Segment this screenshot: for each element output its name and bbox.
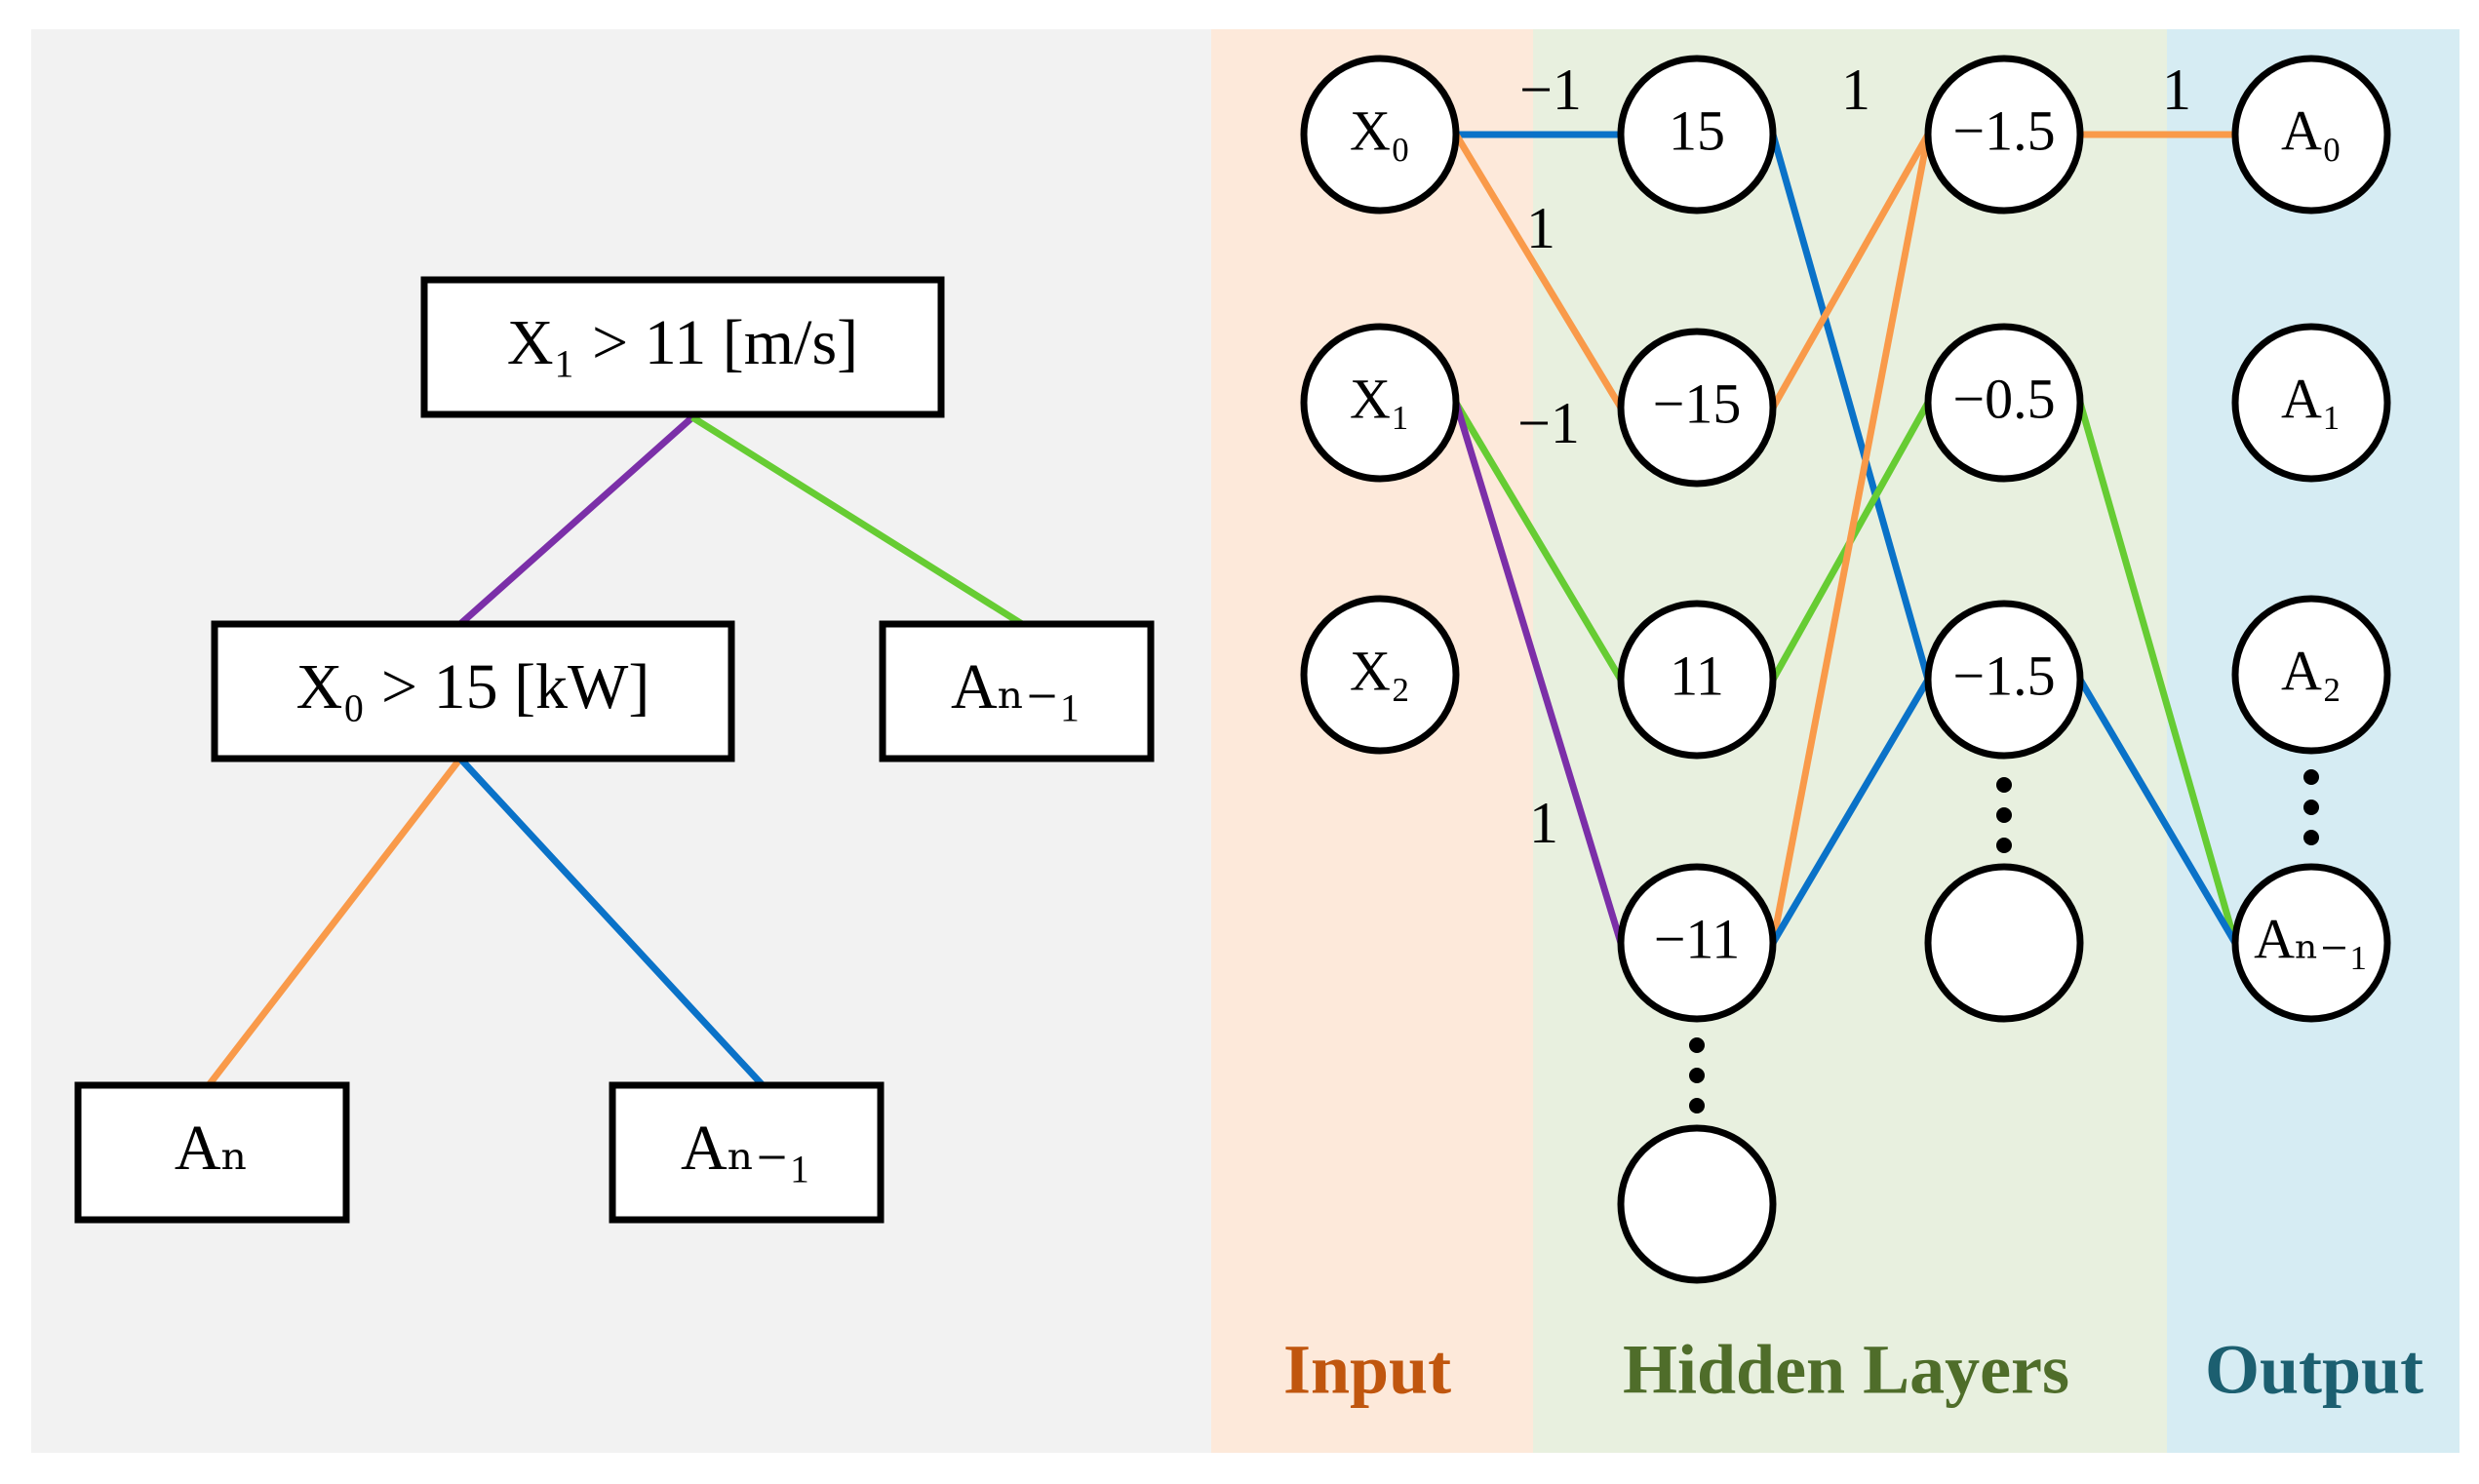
tree-left-leaf-label: Aₙ (175, 1113, 249, 1184)
tree-mid-label: X₀ > 15 [kW] (296, 651, 650, 722)
hidden1-node-m15-label: −15 (1653, 371, 1742, 435)
nn-edge-x0-hm15 (1453, 133, 1624, 410)
tree-left-leaf-node: Aₙ (74, 1081, 350, 1224)
tree-right-leaf-label: Aₙ₋₁ (951, 651, 1082, 722)
hidden1-node-15: 15 (1617, 55, 1777, 215)
output-node-a2: A₂ (2231, 595, 2391, 755)
hidden2-node-a-label: −1.5 (1952, 98, 2055, 162)
section-label-output: Output (2205, 1331, 2423, 1409)
output-ellipsis (2303, 769, 2319, 845)
tree-mid-node: X₀ > 15 [kW] (211, 620, 735, 762)
hidden1-node-m11: −11 (1617, 863, 1777, 1023)
hidden2-node-b-label: −0.5 (1952, 367, 2055, 430)
tree-right-leaf-node: Aₙ₋₁ (879, 620, 1155, 762)
input-node-x0-label: X₀ (1350, 98, 1410, 162)
nn-edge-x1-h11 (1452, 401, 1625, 682)
hidden1-ellipsis (1689, 1037, 1705, 1113)
hidden1-node-m11-label: −11 (1654, 907, 1741, 970)
output-node-an1-label: Aₙ₋₁ (2254, 907, 2369, 970)
hidden1-node-m15: −15 (1617, 328, 1777, 488)
tree-edge-root-to-right-leaf (690, 414, 1024, 627)
tree-bottom-right-leaf-label: Aₙ₋₁ (681, 1113, 811, 1184)
hidden2-node-c-label: −1.5 (1952, 644, 2055, 707)
nn-edge-h2b-an1 (2076, 402, 2239, 944)
hidden1-node-empty (1617, 1124, 1777, 1284)
output-node-a1: A₁ (2231, 323, 2391, 483)
output-node-a0: A₀ (2231, 55, 2391, 215)
weight-x0-h15: −1 (1519, 58, 1582, 122)
output-node-a0-label: A₀ (2281, 98, 2341, 162)
tree-edge-root-to-mid (457, 414, 695, 627)
nn-edge-h15-h2c (1769, 134, 1932, 681)
input-node-x2-label: X₂ (1350, 639, 1410, 702)
hidden1-node-15-label: 15 (1669, 98, 1725, 162)
hidden1-node-11-label: 11 (1670, 644, 1724, 707)
input-node-x1: X₁ (1300, 323, 1460, 483)
hidden2-node-a: −1.5 (1924, 55, 2084, 215)
tree-bottom-right-leaf-node: Aₙ₋₁ (609, 1081, 885, 1224)
output-node-a2-label: A₂ (2281, 639, 2341, 702)
weight-x0-hm15: 1 (1526, 196, 1555, 260)
hidden2-node-c: −1.5 (1924, 600, 2084, 760)
weight-h2-out: 1 (2162, 58, 2191, 122)
tree-root-node: X₁ > 11 [m/s] (420, 276, 945, 418)
weight-h1-h2: 1 (1841, 58, 1870, 122)
weight-x1-hm11: 1 (1529, 791, 1558, 855)
input-node-x2: X₂ (1300, 595, 1460, 755)
section-label-hidden-layers: Hidden Layers (1623, 1331, 2069, 1409)
input-node-x1-label: X₁ (1350, 367, 1410, 430)
nn-edge-hm15-h2a (1769, 133, 1932, 410)
nn-edge-h2c-an1 (2076, 678, 2239, 945)
nn-edge-x1-hm11 (1452, 401, 1625, 945)
tree-edge-mid-to-left-leaf (206, 756, 463, 1088)
hidden1-node-11: 11 (1617, 600, 1777, 760)
tree-root-label: X₁ > 11 [m/s] (507, 307, 858, 378)
hidden2-node-empty (1924, 863, 2084, 1023)
tree-edge-mid-to-right-leaf (457, 756, 766, 1088)
hidden2-ellipsis (1996, 777, 2012, 853)
section-label-input: Input (1283, 1331, 1451, 1409)
output-node-an1: Aₙ₋₁ (2231, 863, 2391, 1023)
input-node-x0: X₀ (1300, 55, 1460, 215)
nn-edge-hm11-h2c (1769, 678, 1932, 945)
hidden2-node-b: −0.5 (1924, 323, 2084, 483)
nn-edge-hm11-h2a (1769, 134, 1932, 944)
weight-x1-hm15: −1 (1517, 391, 1580, 455)
output-node-a1-label: A₁ (2281, 367, 2341, 430)
